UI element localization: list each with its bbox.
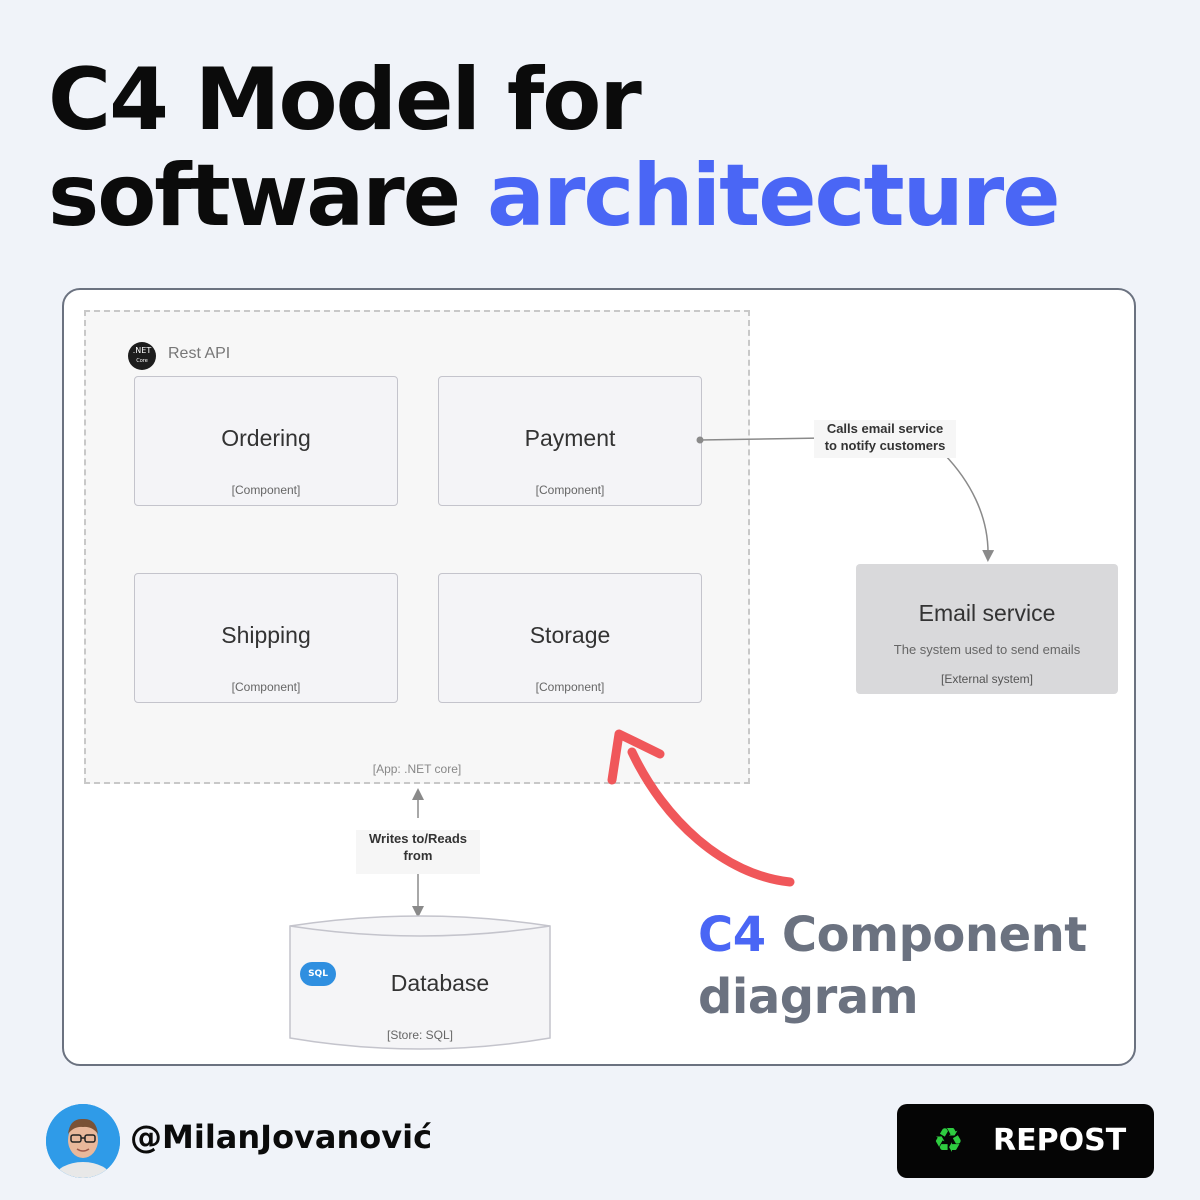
callout-arrowhead [607, 729, 665, 785]
email-connector-arrow [943, 453, 995, 562]
avatar-portrait [46, 1104, 120, 1178]
database-title: Database [390, 970, 490, 996]
component-type: [Component] [231, 483, 301, 497]
callout-text: C4 Component diagram [698, 904, 1087, 1028]
external-system-email[interactable]: Email service The system used to send em… [856, 564, 1118, 694]
component-title: Storage [529, 622, 611, 648]
repost-button[interactable]: ♻ REPOST [897, 1104, 1154, 1178]
external-system-title: Email service [918, 600, 1056, 626]
dotnet-logo-subtext: Core [136, 358, 148, 364]
component-type: [Component] [535, 483, 605, 497]
database-relationship-label: Writes to/Reads from [356, 830, 480, 874]
rest-api-boundary: .NET Core Rest API Ordering [Component] … [84, 310, 750, 784]
database-cylinder-top [289, 925, 551, 937]
diagram-panel: .NET Core Rest API Ordering [Component] … [62, 288, 1136, 1066]
repost-label: REPOST [993, 1123, 1127, 1158]
avatar[interactable] [46, 1104, 120, 1178]
dotnet-core-icon: .NET Core [128, 342, 156, 370]
boundary-name: Rest API [168, 345, 231, 362]
boundary-technology: [App: .NET core] [372, 762, 462, 776]
callout-rest2: diagram [698, 969, 919, 1025]
relationship-line2: from [403, 848, 433, 863]
headline: C4 Model for software architecture [48, 50, 1061, 246]
component-type: [Component] [535, 680, 605, 694]
component-ordering[interactable]: Ordering [Component] [134, 376, 398, 506]
email-relationship-label: Calls email service to notify customers [814, 420, 956, 458]
headline-line2-accent: architecture [486, 146, 1061, 246]
component-title: Ordering [221, 425, 311, 451]
email-connector-line [699, 437, 825, 441]
component-type: [Component] [231, 680, 301, 694]
database[interactable]: SQL Database [Store: SQL] [288, 910, 552, 1050]
connectors [289, 436, 995, 1050]
external-system-type: [External system] [940, 672, 1034, 686]
component-storage[interactable]: Storage [Component] [438, 573, 702, 703]
callout-rest1: Component [781, 907, 1087, 963]
database-cylinder [289, 915, 551, 1050]
headline-line1: C4 Model for [48, 50, 642, 150]
recycle-icon: ♻ [933, 1122, 964, 1160]
callout-accent: C4 [698, 907, 766, 963]
relationship-line1: Calls email service [826, 421, 944, 436]
relationship-line1: Writes to/Reads [368, 831, 467, 846]
dotnet-logo-text: .NET [132, 346, 152, 355]
component-title: Payment [524, 425, 616, 451]
external-system-description: The system used to send emails [893, 642, 1081, 657]
database-type: [Store: SQL] [386, 1028, 454, 1042]
component-shipping[interactable]: Shipping [Component] [134, 573, 398, 703]
author-handle[interactable]: @MilanJovanović [130, 1118, 433, 1156]
relationship-line2: to notify customers [824, 438, 946, 453]
component-title: Shipping [221, 622, 311, 648]
callout-arrow [627, 747, 795, 887]
headline-line2-plain: software [48, 146, 461, 246]
component-payment[interactable]: Payment [Component] [438, 376, 702, 506]
sql-cloud-icon: SQL [300, 962, 336, 986]
